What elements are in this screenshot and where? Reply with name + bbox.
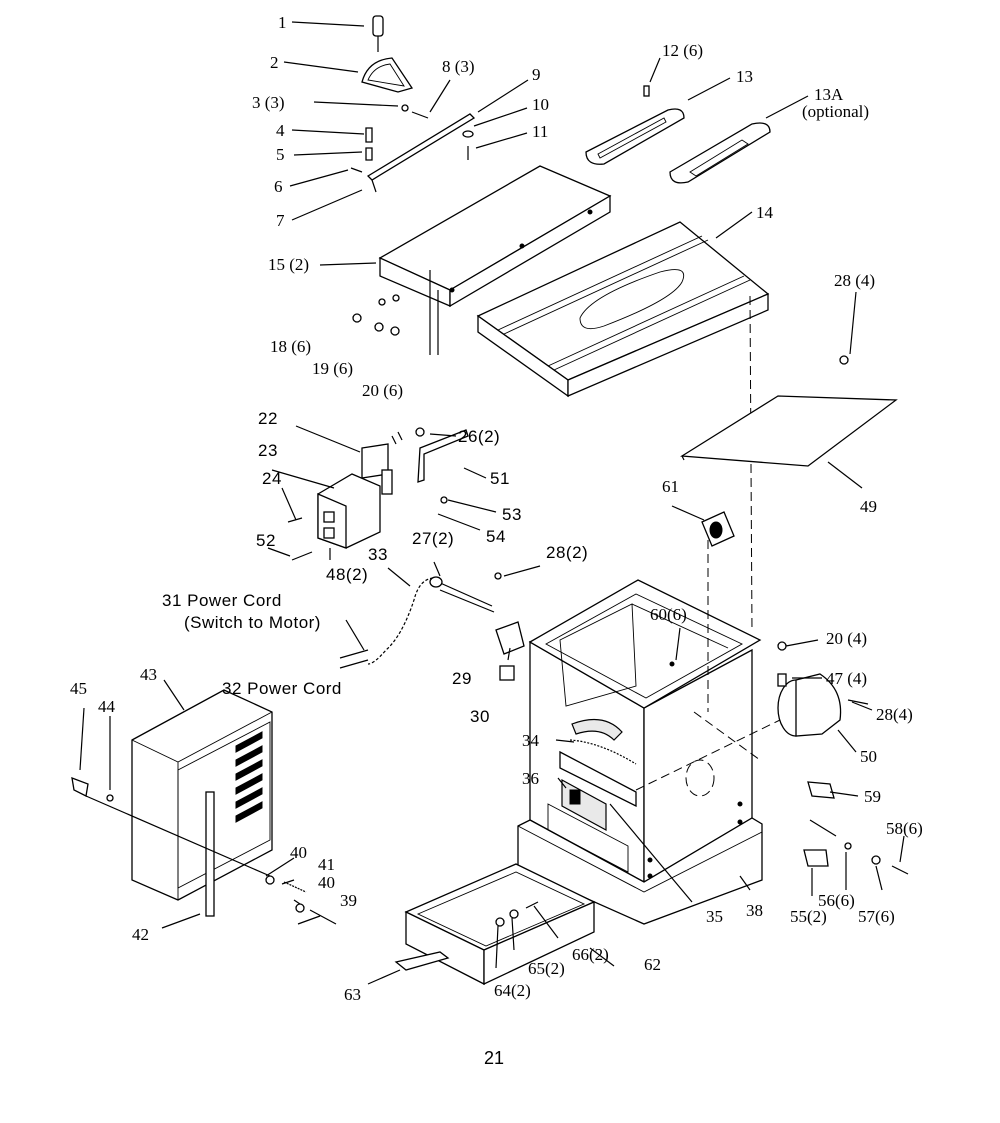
label-24: 24 [262,469,282,488]
label-54: 54 [486,527,506,546]
label-51: 51 [490,469,510,488]
switch-assembly [287,427,469,561]
label-60: 60(6) [650,605,687,624]
page-number: 21 [484,1048,504,1068]
miter-gauge-assembly [350,15,476,193]
main-table [449,209,770,398]
label-22: 22 [258,409,278,428]
label-42: 42 [132,925,149,944]
label-2: 2 [270,53,279,72]
label-10: 10 [532,95,549,114]
label-61: 61 [662,477,679,496]
label-20-wing: 20 (6) [362,381,403,400]
label-45: 45 [70,679,87,698]
belt-guard [71,689,337,925]
label-43: 43 [140,665,157,684]
label-55: 55(2) [790,907,827,926]
label-7: 7 [276,211,285,230]
label-13a: 13A [814,85,844,104]
label-8: 8 (3) [442,57,475,76]
label-20-right: 20 (4) [826,629,867,648]
motor-cover-plate [679,355,898,467]
leader-dashed-1 [749,295,753,633]
motor-side-parts [669,511,909,875]
label-52: 52 [256,531,276,550]
callout-labels: 1 2 3 (3) 4 5 6 7 8 (3) 9 10 11 12 (6) 1… [70,13,923,1004]
label-31: 31 Power Cord [162,591,282,610]
label-11: 11 [532,122,548,141]
extension-wing [378,165,612,355]
label-50: 50 [860,747,877,766]
label-23: 23 [258,441,278,460]
label-13: 13 [736,67,753,86]
label-57: 57(6) [858,907,895,926]
label-62: 62 [644,955,661,974]
label-34: 34 [522,731,540,750]
label-28-top: 28 (4) [834,271,875,290]
label-32: 32 Power Cord [222,679,342,698]
label-19: 19 (6) [312,359,353,378]
label-13a-note: (optional) [802,102,869,121]
leader-lines [79,21,905,985]
table-inserts [585,85,771,184]
power-cord [339,572,525,681]
label-31-note: (Switch to Motor) [184,613,321,632]
drawer [394,863,596,986]
label-48: 48(2) [326,565,368,584]
label-14: 14 [756,203,774,222]
label-12: 12 (6) [662,41,703,60]
wing-fasteners [352,294,400,336]
label-29: 29 [452,669,472,688]
label-15: 15 (2) [268,255,309,274]
label-53: 53 [502,505,522,524]
leader-dashed-4 [635,719,781,791]
label-39: 39 [340,891,357,910]
label-3: 3 (3) [252,93,285,112]
label-41: 41 [318,855,335,874]
label-35: 35 [706,907,723,926]
label-49: 49 [860,497,877,516]
label-18: 18 (6) [270,337,311,356]
label-27: 27(2) [412,529,454,548]
label-38: 38 [746,901,763,920]
label-58: 58(6) [886,819,923,838]
belt-guard-vents [235,731,263,823]
label-47: 47 (4) [826,669,867,688]
label-66: 66(2) [572,945,609,964]
label-28-right: 28(4) [876,705,913,724]
label-4: 4 [276,121,285,140]
label-36: 36 [522,769,539,788]
label-64: 64(2) [494,981,531,1000]
label-9: 9 [532,65,541,84]
label-26: 26(2) [458,427,500,446]
label-40-top: 40 [290,843,307,862]
label-5: 5 [276,145,285,164]
label-40-bottom: 40 [318,873,335,892]
label-56: 56(6) [818,891,855,910]
label-65: 65(2) [528,959,565,978]
label-63: 63 [344,985,361,1004]
label-28-mid: 28(2) [546,543,588,562]
label-59: 59 [864,787,881,806]
label-1: 1 [278,13,287,32]
label-30: 30 [470,707,490,726]
cabinet-stand [517,579,763,925]
label-6: 6 [274,177,283,196]
label-44: 44 [98,697,116,716]
label-33: 33 [368,545,388,564]
